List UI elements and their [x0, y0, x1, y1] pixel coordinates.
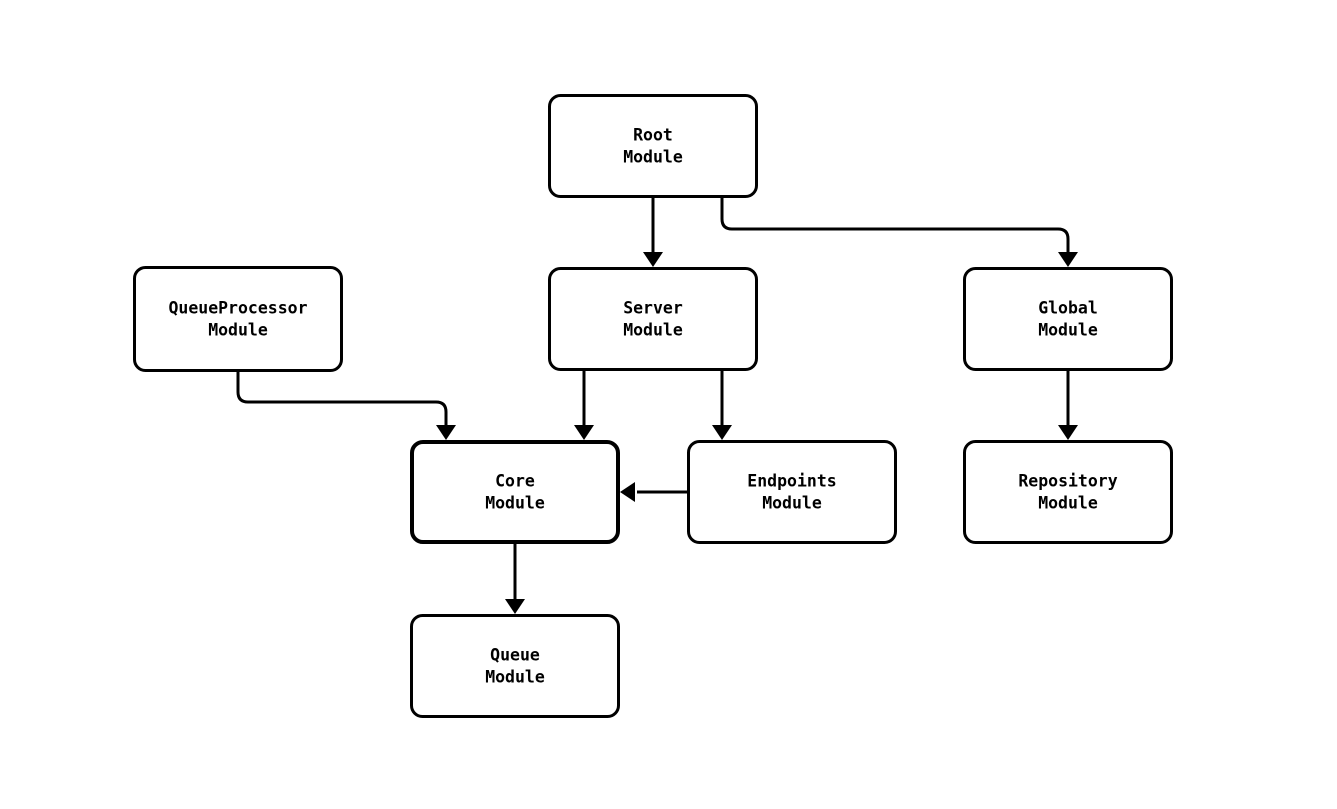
server-module-node-label-line2: Module — [623, 321, 683, 340]
edge-queueprocessor-to-core — [236, 372, 456, 440]
queueprocessor-module-node-rect[interactable] — [133, 266, 343, 372]
core-module-node-label-line2: Module — [485, 494, 545, 513]
edge-root-to-global — [720, 198, 1078, 267]
edge-root-to-global-line — [720, 198, 1070, 252]
edge-queueprocessor-to-core-line — [236, 372, 448, 425]
server-module-node-rect[interactable] — [548, 267, 758, 371]
repository-module-node-label-line1: Repository — [1018, 472, 1117, 491]
edge-server-to-endpoints-arrowhead-icon — [712, 425, 732, 440]
global-module-node-label-line2: Module — [1038, 321, 1098, 340]
edge-server-to-endpoints — [712, 371, 732, 440]
repository-module-node-rect[interactable] — [963, 440, 1173, 544]
endpoints-module-node-label-line1: Endpoints — [747, 472, 836, 491]
edge-root-to-global-arrowhead-icon — [1058, 252, 1078, 267]
core-module-node-label-line1: Core — [495, 472, 535, 491]
edge-queueprocessor-to-core-arrowhead-icon — [436, 425, 456, 440]
root-module-node-label-line2: Module — [623, 148, 683, 167]
repository-module-node-label-line2: Module — [1038, 494, 1098, 513]
nodes-layer: RootModuleQueueProcessorModuleServerModu… — [133, 94, 1173, 718]
core-module-node-rect[interactable] — [410, 440, 620, 544]
edge-server-to-core — [574, 371, 594, 440]
edge-endpoints-to-core-arrowhead-icon — [620, 482, 635, 502]
queue-module-node-rect[interactable] — [410, 614, 620, 718]
queue-module-node-label-line1: Queue — [490, 646, 540, 665]
queue-module-node-label-line2: Module — [485, 668, 545, 687]
edge-root-to-server — [643, 198, 663, 267]
root-module-node-rect[interactable] — [548, 94, 758, 198]
edge-server-to-core-arrowhead-icon — [574, 425, 594, 440]
queueprocessor-module-node-label-line2: Module — [208, 321, 268, 340]
edge-endpoints-to-core — [620, 482, 687, 502]
endpoints-module-node-label-line2: Module — [762, 494, 822, 513]
edge-global-to-repository-arrowhead-icon — [1058, 425, 1078, 440]
edge-core-to-queue — [505, 544, 525, 614]
edge-core-to-queue-arrowhead-icon — [505, 599, 525, 614]
edge-root-to-server-arrowhead-icon — [643, 252, 663, 267]
global-module-node-rect[interactable] — [963, 267, 1173, 371]
global-module-node-label-line1: Global — [1038, 299, 1098, 318]
edges-layer — [236, 198, 1078, 614]
root-module-node-label-line1: Root — [633, 126, 673, 145]
server-module-node-label-line1: Server — [623, 299, 683, 318]
endpoints-module-node-rect[interactable] — [687, 440, 897, 544]
edge-global-to-repository — [1058, 371, 1078, 440]
queueprocessor-module-node-label-line1: QueueProcessor — [168, 299, 307, 318]
